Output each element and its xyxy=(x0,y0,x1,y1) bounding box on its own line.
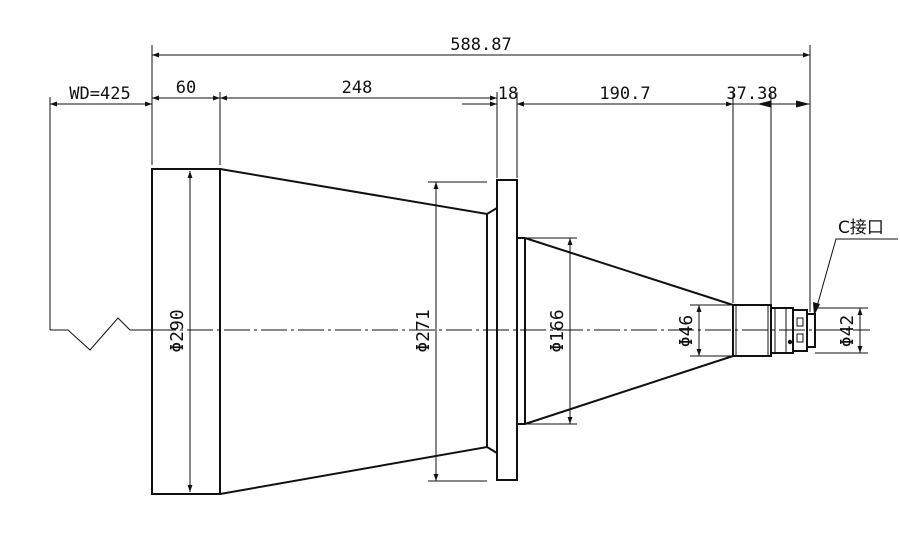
dim-37-text: 37.38 xyxy=(726,84,777,104)
dia-46-text: Φ46 xyxy=(676,315,697,348)
lens-body xyxy=(151,168,816,495)
front-cylinder xyxy=(151,168,221,495)
dia-42-text: Φ42 xyxy=(837,315,858,348)
dim-248-text: 248 xyxy=(342,78,373,98)
dia-271-text: Φ271 xyxy=(413,309,434,352)
dim-18-text: 18 xyxy=(498,84,518,104)
dim-overall-text: 588.87 xyxy=(450,35,511,55)
diameter-dimensions xyxy=(187,171,868,492)
dim-wd-text: WD=425 xyxy=(69,84,130,104)
c-mount-label: C接口 xyxy=(838,218,884,238)
mount-flange xyxy=(496,179,518,481)
dia-166-text: Φ166 xyxy=(547,309,568,352)
dim-190-text: 190.7 xyxy=(599,84,650,104)
dia-290-text: Φ290 xyxy=(167,309,188,352)
horizontal-dimensions xyxy=(50,52,810,108)
center-axis xyxy=(50,317,870,351)
c-mount-leader xyxy=(813,238,898,316)
extension-lines xyxy=(49,45,811,330)
rear-cone xyxy=(524,237,734,306)
dim-60-text: 60 xyxy=(176,78,196,98)
front-cone xyxy=(219,168,498,216)
